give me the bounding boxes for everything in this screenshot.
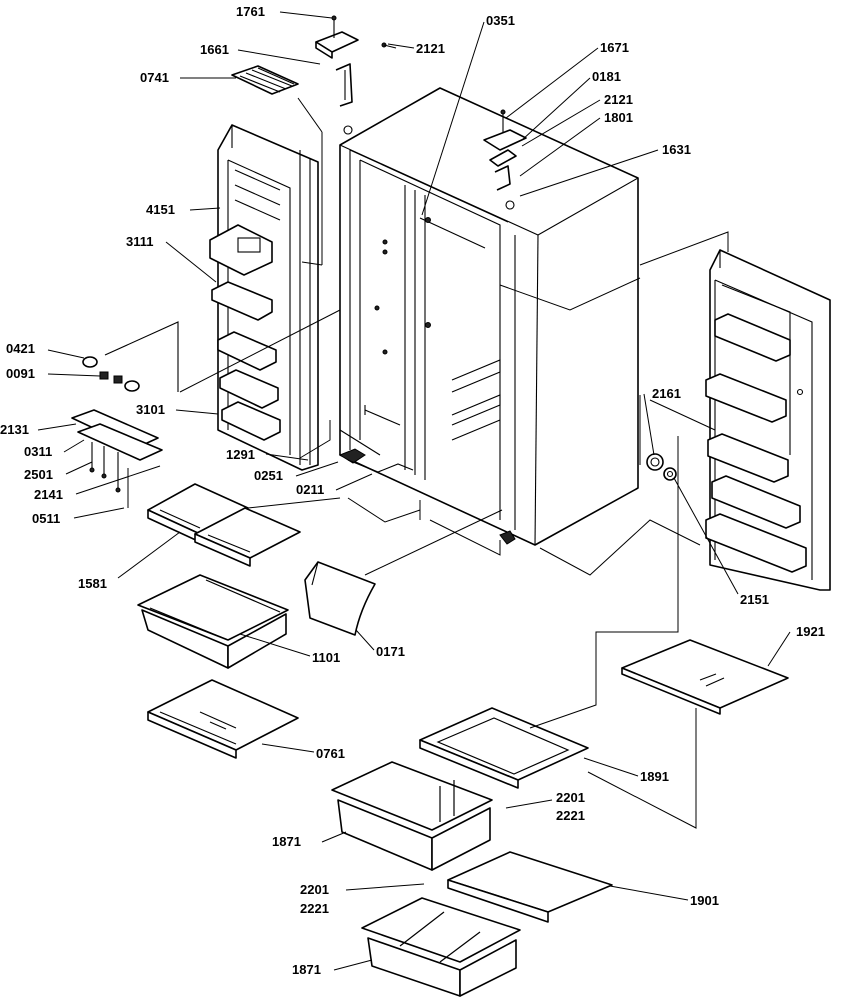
callout-0211: 0211 [296,482,324,497]
top-hinge-right [483,109,527,210]
callout-0351: 0351 [486,13,515,28]
callout-2161: 2161 [652,386,681,401]
callout-2131: 2131 [0,422,29,437]
freezer-shelves-pair [147,483,301,567]
crisper-drawer-upper [331,761,493,871]
callout-0181: 0181 [592,69,621,84]
glass-shelf [621,639,789,715]
callout-1581: 1581 [78,576,107,591]
callout-2151: 2151 [740,592,769,607]
callout-0091: 0091 [6,366,35,381]
callout-0761: 0761 [316,746,345,761]
callout-1901: 1901 [690,893,719,908]
callout-1101: 1101 [312,650,340,665]
crisper-cover [419,707,589,789]
top-hinge-left [315,15,397,135]
callout-0511: 0511 [32,511,60,526]
lower-crisper-cover [447,851,613,923]
assembly-lines [127,97,729,829]
callout-2501: 2501 [24,467,53,482]
callout-2141: 2141 [34,487,63,502]
callout-0421: 0421 [6,341,35,356]
callout-0171: 0171 [376,644,405,659]
callout-1761: 1761 [236,4,265,19]
callout-labels: 1761 1661 2121 0741 0351 1671 0181 2121 … [0,4,825,977]
callout-2121: 2121 [604,92,633,107]
freezer-basket [137,574,289,669]
callout-2121: 2121 [416,41,445,56]
callout-4151: 4151 [146,202,175,217]
freezer-door [209,124,319,471]
callout-2221: 2221 [300,901,329,916]
callout-1291: 1291 [226,447,255,462]
valve-fittings [646,453,677,481]
callout-3101: 3101 [136,402,165,417]
light-assembly [71,321,179,493]
callout-0741: 0741 [140,70,169,85]
callout-1801: 1801 [604,110,633,125]
callout-1921: 1921 [796,624,825,639]
callout-1661: 1661 [200,42,229,57]
callout-1891: 1891 [640,769,669,784]
callout-1671: 1671 [600,40,629,55]
crisper-drawer-lower [361,897,521,997]
callout-2201: 2201 [300,882,329,897]
freezer-wire-shelf [147,679,299,759]
callout-2221: 2221 [556,808,585,823]
toe-grille-cover [304,561,376,636]
fresh-food-door [705,249,831,591]
callout-1871: 1871 [292,962,321,977]
callout-1631: 1631 [662,142,691,157]
callout-1871: 1871 [272,834,301,849]
callout-2201: 2201 [556,790,585,805]
callout-leaders [37,11,791,971]
callout-3111: 3111 [126,234,154,249]
callout-0251: 0251 [254,468,283,483]
air-grille [231,65,299,95]
callout-0311: 0311 [24,444,52,459]
refrigerator-cabinet [338,87,639,546]
